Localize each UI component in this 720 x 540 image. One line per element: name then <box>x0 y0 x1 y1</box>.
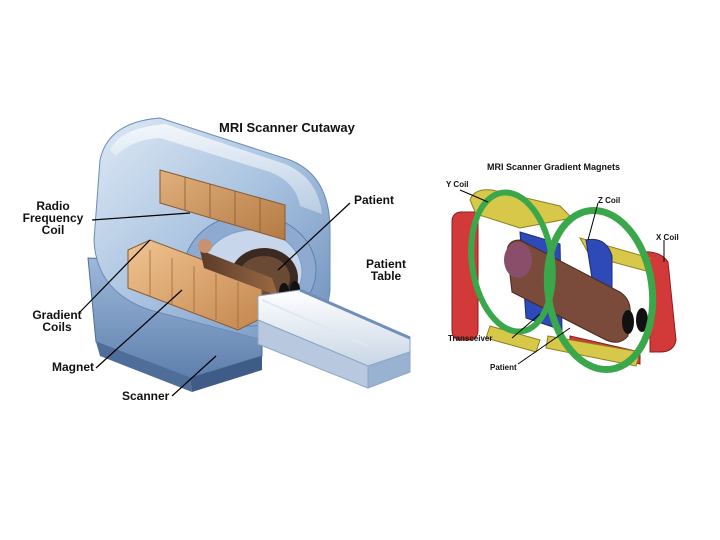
x-coil-label: X Coil <box>656 233 679 242</box>
gradient-coils-label: Gradient Coils <box>32 308 82 334</box>
rf-coil-panels <box>159 169 286 241</box>
cutaway-title: MRI Scanner Cutaway <box>219 120 355 135</box>
gradient-magnets-illustration <box>451 189 677 374</box>
patient-table-label: Patient Table <box>365 257 406 283</box>
gradient-patient-label: Patient <box>490 363 517 372</box>
rf-coil-label: Radio Frequency Coil <box>22 199 84 237</box>
gradient-patient-shape <box>506 239 631 343</box>
magnet-label: Magnet <box>52 360 94 374</box>
y-coil-shape <box>469 189 574 229</box>
left-leader-lines <box>79 202 351 397</box>
right-leader-lines <box>459 189 665 365</box>
scanner-cutaway-illustration <box>87 117 411 392</box>
scanner-label: Scanner <box>122 389 170 403</box>
z-coil-label: Z Coil <box>598 196 621 205</box>
z-coil-ring-2 <box>543 206 657 374</box>
gradient-magnets-title: MRI Scanner Gradient Magnets <box>487 162 621 172</box>
patient-label: Patient <box>354 193 395 207</box>
y-coil-label: Y Coil <box>446 180 469 189</box>
transceiver-label: Transceiver <box>448 334 493 343</box>
